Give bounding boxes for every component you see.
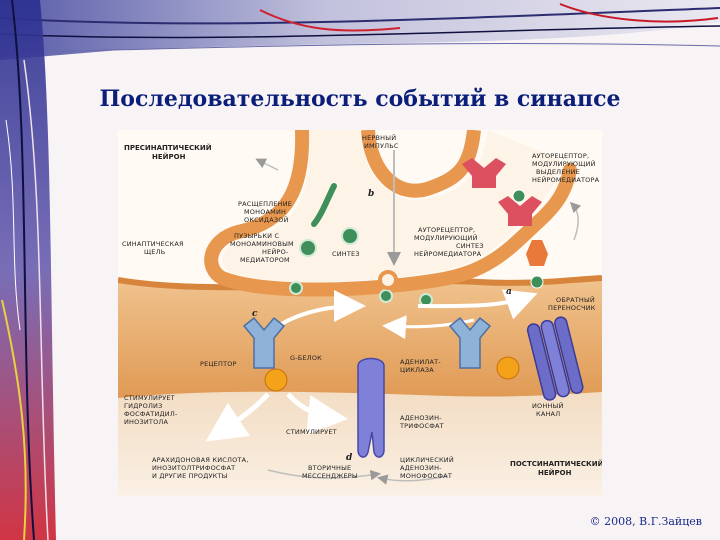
- label-postsynaptic-2: НЕЙРОН: [538, 468, 572, 477]
- autoreceptor-top: [462, 158, 542, 226]
- label-arachidonic: АРАХИДОНОВАЯ КИСЛОТА,: [152, 456, 249, 464]
- label-ion-channel-2: КАНАЛ: [536, 410, 560, 418]
- presynaptic-membrane-inner: [361, 130, 481, 198]
- label-mao: РАСЩЕПЛЕНИЕ: [238, 200, 292, 208]
- label-autoreceptor-mid-3: СИНТЕЗ: [456, 242, 484, 250]
- label-impulse-2: ИМПУЛЬС: [364, 142, 399, 150]
- label-autoreceptor-top: АУТОРЕЦЕПТОР,: [532, 152, 589, 160]
- label-cleft: СИНАПТИЧЕСКАЯ: [122, 240, 184, 248]
- letter-a: a: [506, 287, 512, 297]
- letter-c: c: [252, 309, 258, 319]
- label-presynaptic-2: НЕЙРОН: [152, 152, 186, 161]
- receptor-right: [448, 316, 492, 369]
- label-autoreceptor-top-2: МОДУЛИРУЮЩИЙ: [532, 159, 596, 168]
- label-secondary: ВТОРИЧНЫЕ: [308, 464, 351, 472]
- label-stimulates-hydrolysis-4: ИНОЗИТОЛА: [124, 418, 168, 426]
- letter-d: d: [346, 453, 353, 463]
- label-atp-2: ТРИФОСФАТ: [399, 422, 444, 430]
- synapse-diagram: ПРЕСИНАПТИЧЕСКИЙ НЕЙРОН НЕРВНЫЙ ИМПУЛЬС …: [118, 130, 602, 496]
- mao-enzyme: [311, 183, 337, 227]
- label-stimulates-hydrolysis-2: ГИДРОЛИЗ: [124, 402, 162, 410]
- label-stimulates: СТИМУЛИРУЕТ: [286, 428, 337, 436]
- label-impulse: НЕРВНЫЙ: [362, 133, 396, 142]
- label-ion-channel: ИОННЫЙ: [532, 401, 564, 410]
- label-receptor: РЕЦЕПТОР: [200, 360, 237, 368]
- label-reuptake: ОБРАТНЫЙ: [556, 295, 595, 304]
- label-camp: ЦИКЛИЧЕСКИЙ: [400, 455, 454, 464]
- slide-title: Последовательность событий в синапсе: [99, 86, 621, 112]
- g-protein-right: [496, 356, 520, 380]
- label-autoreceptor-mid: АУТОРЕЦЕПТОР,: [418, 226, 475, 234]
- label-synthesis: СИНТЕЗ: [332, 250, 360, 258]
- presynaptic-membrane: [204, 130, 577, 297]
- label-vesicles-2: МОНОАМИНОВЫМ: [230, 240, 294, 248]
- label-autoreceptor-mid-4: НЕЙРОМЕДИАТОРА: [414, 249, 482, 258]
- label-autoreceptor-top-3: ВЫДЕЛЕНИЕ: [536, 168, 580, 176]
- label-autoreceptor-top-4: НЕЙРОМЕДИАТОРА: [532, 175, 600, 184]
- label-arachidonic-2: ИНОЗИТОЛТРИФОСФАТ: [152, 464, 235, 472]
- label-vesicles: ПУЗЫРЬКИ С: [234, 232, 279, 240]
- label-vesicles-3: НЕЙРО-: [262, 247, 289, 256]
- label-gprotein: G-БЕЛОК: [290, 354, 322, 362]
- copyright-notice: © 2008, В.Г.Зайцев: [589, 515, 702, 528]
- label-presynaptic: ПРЕСИНАПТИЧЕСКИЙ: [124, 143, 212, 152]
- label-vesicles-4: МЕДИАТОРОМ: [240, 256, 290, 264]
- label-camp-3: МОНОФОСФАТ: [400, 472, 452, 480]
- label-mao-2: МОНОАМИН: [244, 208, 286, 216]
- receptor-left: [242, 316, 286, 369]
- ion-channel: [526, 316, 584, 401]
- label-autoreceptor-mid-2: МОДУЛИРУЮЩИЙ: [414, 233, 478, 242]
- label-camp-2: АДЕНОЗИН-: [400, 464, 442, 472]
- label-mao-3: ОКСИДАЗОЙ: [244, 215, 289, 224]
- adenylate-cyclase: [357, 357, 385, 458]
- label-adenylate: АДЕНИЛАТ-: [400, 358, 441, 366]
- label-postsynaptic: ПОСТСИНАПТИЧЕСКИЙ: [510, 459, 602, 468]
- autoreceptor-middle: [526, 240, 548, 289]
- vesicles: [289, 227, 433, 307]
- label-stimulates-hydrolysis: СТИМУЛИРУЕТ: [124, 394, 175, 402]
- label-reuptake-2: ПЕРЕНОСЧИК: [548, 304, 596, 312]
- label-cleft-2: ЩЕЛЬ: [144, 248, 165, 256]
- g-protein-left: [264, 368, 288, 392]
- label-secondary-2: МЕССЕНДЖЕРЫ: [302, 472, 358, 480]
- label-stimulates-hydrolysis-3: ФОСФАТИДИЛ-: [124, 410, 178, 418]
- label-arachidonic-3: И ДРУГИЕ ПРОДУКТЫ: [152, 472, 228, 480]
- letter-b: b: [368, 189, 374, 199]
- label-adenylate-2: ЦИКЛАЗА: [400, 366, 434, 374]
- label-atp: АДЕНОЗИН-: [400, 414, 442, 422]
